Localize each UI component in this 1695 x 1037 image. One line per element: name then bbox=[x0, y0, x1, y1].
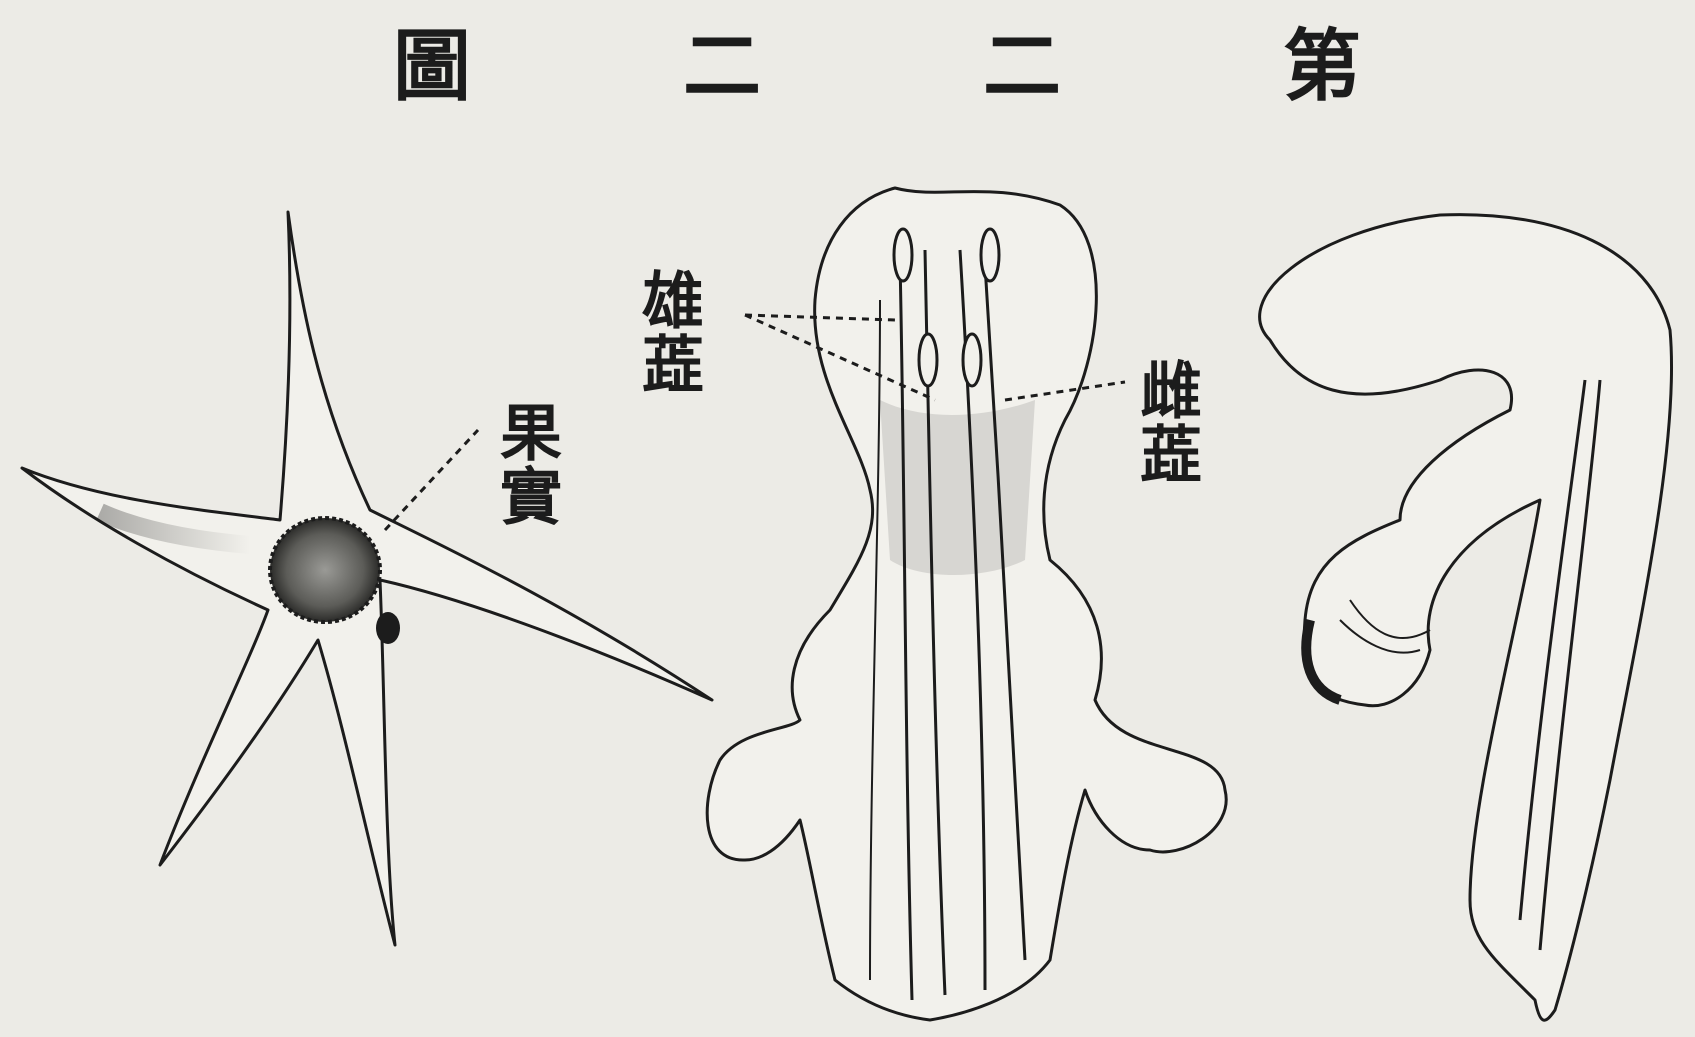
label-fruit: 果實 bbox=[494, 400, 556, 528]
label-stamen: 雄蕋 bbox=[636, 268, 698, 396]
fruit-leader-line bbox=[385, 430, 478, 530]
flower-side-drawing bbox=[1260, 215, 1672, 1021]
corolla-drawing bbox=[707, 188, 1226, 1020]
label-pistil: 雌蕋 bbox=[1134, 358, 1196, 486]
